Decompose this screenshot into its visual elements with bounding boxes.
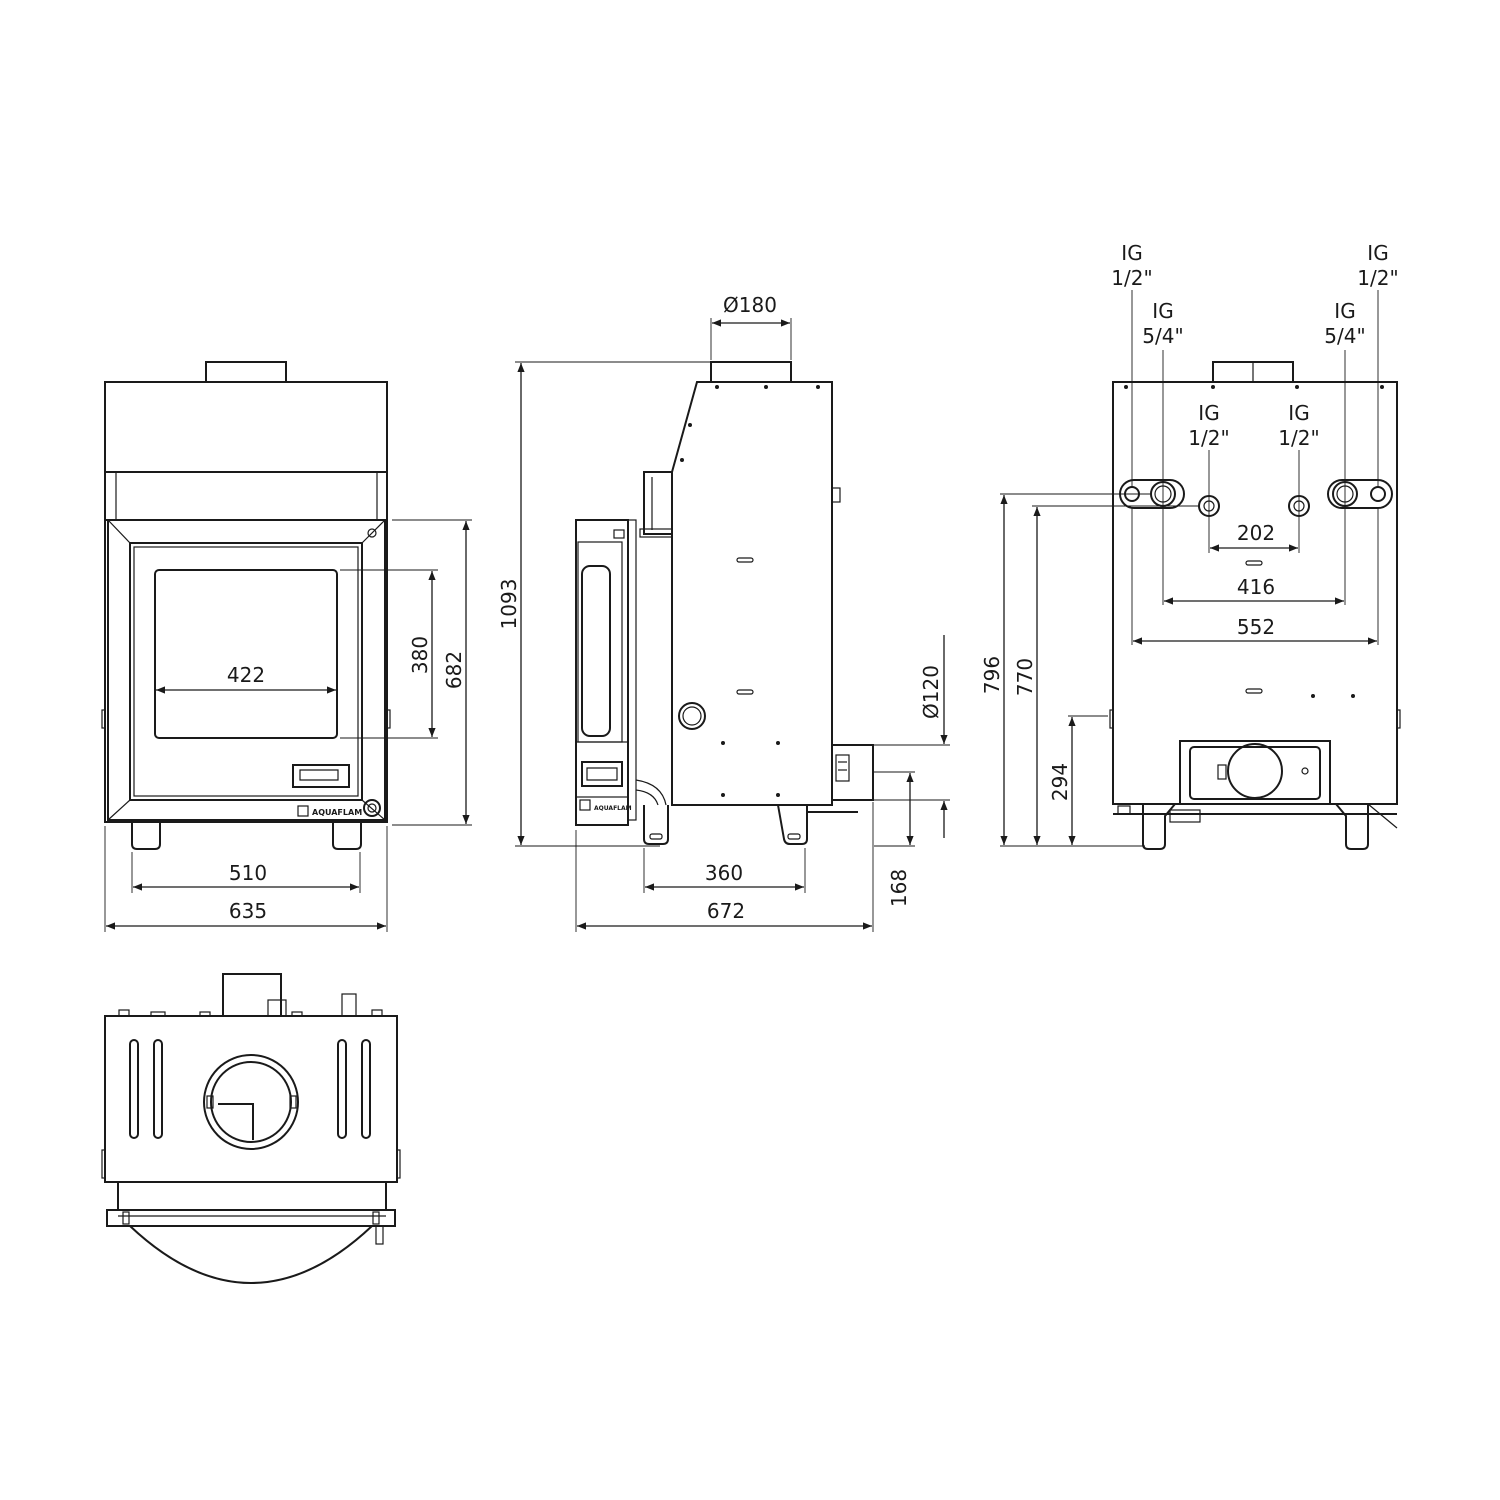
- dim-glass-height: 380: [408, 636, 432, 674]
- front-leg-right: [332, 822, 362, 850]
- top-flue-collar: [222, 973, 282, 1017]
- svg-text:AQUAFLAM: AQUAFLAM: [594, 805, 632, 812]
- conn-type: IG: [1288, 401, 1309, 425]
- dim-height-upper: 796: [980, 656, 1004, 694]
- dim-glass-width: 422: [227, 663, 265, 687]
- conn-label-inner-right: IG 1/2": [1278, 401, 1319, 450]
- top-door-arc: [129, 1225, 373, 1284]
- dim-depth-total: 672: [707, 899, 745, 923]
- conn-size: 1/2": [1278, 426, 1319, 450]
- front-body-outline: [104, 381, 388, 823]
- door-frame: [107, 519, 386, 821]
- conn-type: IG: [1121, 241, 1142, 265]
- dim-width-total: 635: [229, 899, 267, 923]
- top-view: [101, 973, 401, 1284]
- side-mounting-bracket: [643, 471, 673, 535]
- water-connection-right: [1327, 479, 1393, 509]
- dim-inner-spacing: 202: [1237, 521, 1275, 545]
- vent-slot: [153, 1039, 163, 1139]
- front-leg-left: [131, 822, 161, 850]
- vent-slot: [337, 1039, 347, 1139]
- vent-slot: [129, 1039, 139, 1139]
- conn-size: 5/4": [1324, 324, 1365, 348]
- dim-height-inlet: 294: [1048, 763, 1072, 801]
- conn-type: IG: [1334, 299, 1355, 323]
- side-leg-rear: [777, 804, 808, 845]
- top-flue-outlet: [203, 1054, 299, 1150]
- back-air-inlet: [1227, 743, 1283, 799]
- side-connection-port: [678, 702, 706, 730]
- conn-size: 1/2": [1357, 266, 1398, 290]
- back-air-inlet-housing: [1179, 740, 1331, 805]
- dim-outer-spacing: 552: [1237, 615, 1275, 639]
- side-door-handle: [581, 761, 623, 787]
- conn-label-outer-left: IG 1/2": [1111, 241, 1152, 290]
- conn-size: 1/2": [1188, 426, 1229, 450]
- conn-size: 5/4": [1142, 324, 1183, 348]
- dim-air-inlet-diameter: Ø120: [919, 665, 943, 719]
- dim-total-height: 1093: [497, 579, 521, 630]
- vent-slot: [361, 1039, 371, 1139]
- brand-label: AQUAFLAM: [312, 808, 362, 817]
- back-view: 202 416 552 796 770 294 IG 1/2" IG 5/4" …: [980, 241, 1401, 850]
- door-handle: [292, 764, 350, 788]
- air-regulator-knob: [363, 799, 381, 817]
- conn-type: IG: [1198, 401, 1219, 425]
- conn-label-outer-right: IG 1/2": [1357, 241, 1398, 290]
- dim-leg-spacing: 510: [229, 861, 267, 885]
- dim-door-height: 682: [442, 651, 466, 689]
- door-glass: [154, 569, 338, 739]
- conn-type: IG: [1367, 241, 1388, 265]
- conn-label-inner-left: IG 1/2": [1188, 401, 1229, 450]
- dim-flue-diameter: Ø180: [723, 293, 777, 317]
- top-door-frame: [106, 1209, 396, 1227]
- side-door-glass: [581, 565, 611, 737]
- conn-type: IG: [1152, 299, 1173, 323]
- side-leg-front: [643, 805, 669, 845]
- side-air-inlet-box: [831, 744, 874, 801]
- front-view: AQUAFLAM 422 380 682 510 635: [101, 361, 472, 932]
- side-body-outline: [671, 381, 833, 806]
- conn-label-mid-left: IG 5/4": [1142, 299, 1183, 348]
- dim-air-inlet-height: 168: [887, 869, 911, 907]
- flue-collar: [205, 361, 287, 383]
- dim-leg-depth: 360: [705, 861, 743, 885]
- conn-size: 1/2": [1111, 266, 1152, 290]
- side-flue-collar: [710, 361, 792, 383]
- conn-label-mid-right: IG 5/4": [1324, 299, 1365, 348]
- dim-height-lower: 770: [1013, 658, 1037, 696]
- top-body-outline: [104, 1015, 398, 1183]
- dim-mid-spacing: 416: [1237, 575, 1275, 599]
- side-view: AQUAFLAM Ø180 1093 360 672: [497, 293, 950, 932]
- door-panel: [129, 542, 363, 801]
